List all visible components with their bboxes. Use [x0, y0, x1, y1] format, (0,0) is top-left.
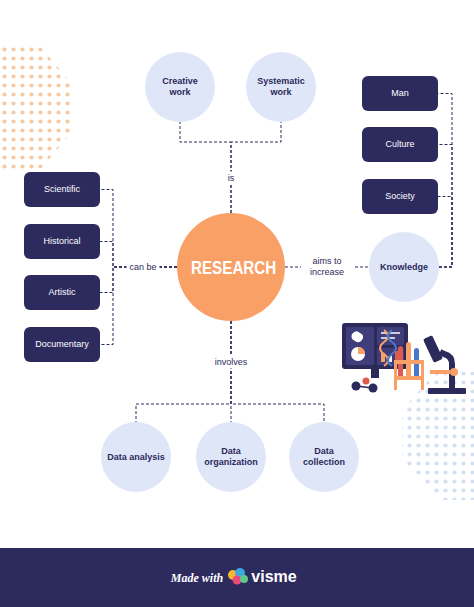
pie-slice	[358, 347, 365, 354]
edge-label: aims to increase	[301, 255, 353, 279]
category-box: Artistic	[24, 275, 100, 310]
text-holder: Knowledge	[369, 232, 439, 302]
screen-panel	[346, 327, 374, 365]
molecule	[363, 378, 370, 385]
category-box: Society	[362, 179, 438, 214]
lab-illustration	[342, 323, 466, 394]
dashed-connector	[231, 122, 281, 213]
node-text: Documentary	[27, 339, 97, 350]
circle-fill	[289, 422, 359, 492]
text-holder: Creative work	[145, 52, 215, 122]
node-text: Culture	[365, 139, 435, 150]
dot-pattern	[402, 372, 474, 500]
edge-label: is	[225, 172, 238, 185]
circle-fill	[101, 422, 171, 492]
brand-logo	[228, 568, 248, 585]
dashed-connector	[438, 197, 452, 268]
node-text: RESEARCH	[191, 256, 271, 279]
text-holder: Data collection	[289, 422, 359, 492]
microscope-base	[428, 388, 466, 394]
dashed-connector	[438, 145, 452, 268]
dashed-connector	[100, 190, 177, 268]
category-box: Scientific	[24, 172, 100, 207]
screen-panel	[377, 327, 404, 345]
node-text: Historical	[27, 236, 97, 247]
circle-fill	[177, 213, 285, 321]
text-holder: Data organization	[196, 422, 266, 492]
node-text: Scientific	[27, 184, 97, 195]
node-text: Society	[365, 191, 435, 202]
node-text: Data organization	[202, 446, 260, 468]
tube-rack	[394, 360, 397, 390]
edge-label: involves	[212, 356, 251, 369]
text-holder: Systematic work	[246, 52, 316, 122]
microscope-stage	[430, 370, 450, 374]
text-holder: Artistic	[24, 275, 100, 310]
concept-circle: Data organization	[196, 422, 266, 492]
circle-fill	[196, 422, 266, 492]
text-holder: RESEARCH	[177, 213, 285, 321]
text-holder: Culture	[362, 127, 438, 162]
concept-circle: Data analysis	[101, 422, 171, 492]
microscope-knob	[450, 368, 458, 376]
monitor-stand	[371, 369, 379, 378]
circle-fill	[369, 232, 439, 302]
text-holder: Documentary	[24, 327, 100, 362]
category-box: Historical	[24, 224, 100, 259]
concept-circle: Knowledge	[369, 232, 439, 302]
text-holder: Society	[362, 179, 438, 214]
node-text: Systematic work	[252, 76, 310, 98]
node-text: Man	[365, 88, 435, 99]
node-text: Data analysis	[107, 452, 165, 463]
text-holder: Man	[362, 76, 438, 111]
dashed-connector	[438, 94, 452, 268]
concept-circle: Systematic work	[246, 52, 316, 122]
dashed-connector	[180, 122, 231, 213]
dashed-connector	[136, 321, 231, 422]
text-holder: Historical	[24, 224, 100, 259]
screen-blob	[351, 331, 363, 342]
central-circle: RESEARCH	[177, 213, 285, 321]
logo-part	[240, 575, 248, 583]
tube-rack	[394, 376, 424, 380]
molecule-bond	[356, 386, 373, 388]
text-holder: Data analysis	[101, 422, 171, 492]
dna-helix	[380, 330, 388, 366]
edge-label: can be	[126, 261, 159, 274]
text-holder: Scientific	[24, 172, 100, 207]
concept-circle: Creative work	[145, 52, 215, 122]
microscope-tube	[423, 335, 443, 363]
tube-rack	[421, 360, 424, 390]
dashed-connector	[100, 267, 177, 345]
category-box: Culture	[362, 127, 438, 162]
footer-credit: Made with	[171, 571, 223, 586]
brand-name: visme	[251, 568, 296, 586]
node-text: Data collection	[295, 446, 353, 468]
pie-chart	[351, 347, 365, 361]
node-text: Creative work	[151, 76, 209, 98]
tube-rack	[394, 360, 424, 364]
dashed-connector	[231, 321, 324, 422]
circle-fill	[145, 52, 215, 122]
node-text: Knowledge	[373, 262, 435, 273]
footer-band	[0, 548, 474, 607]
circle-fill	[246, 52, 316, 122]
concept-circle: Data collection	[289, 422, 359, 492]
dot-pattern	[0, 44, 72, 172]
category-box: Man	[362, 76, 438, 111]
node-text: Artistic	[27, 287, 97, 298]
category-box: Documentary	[24, 327, 100, 362]
